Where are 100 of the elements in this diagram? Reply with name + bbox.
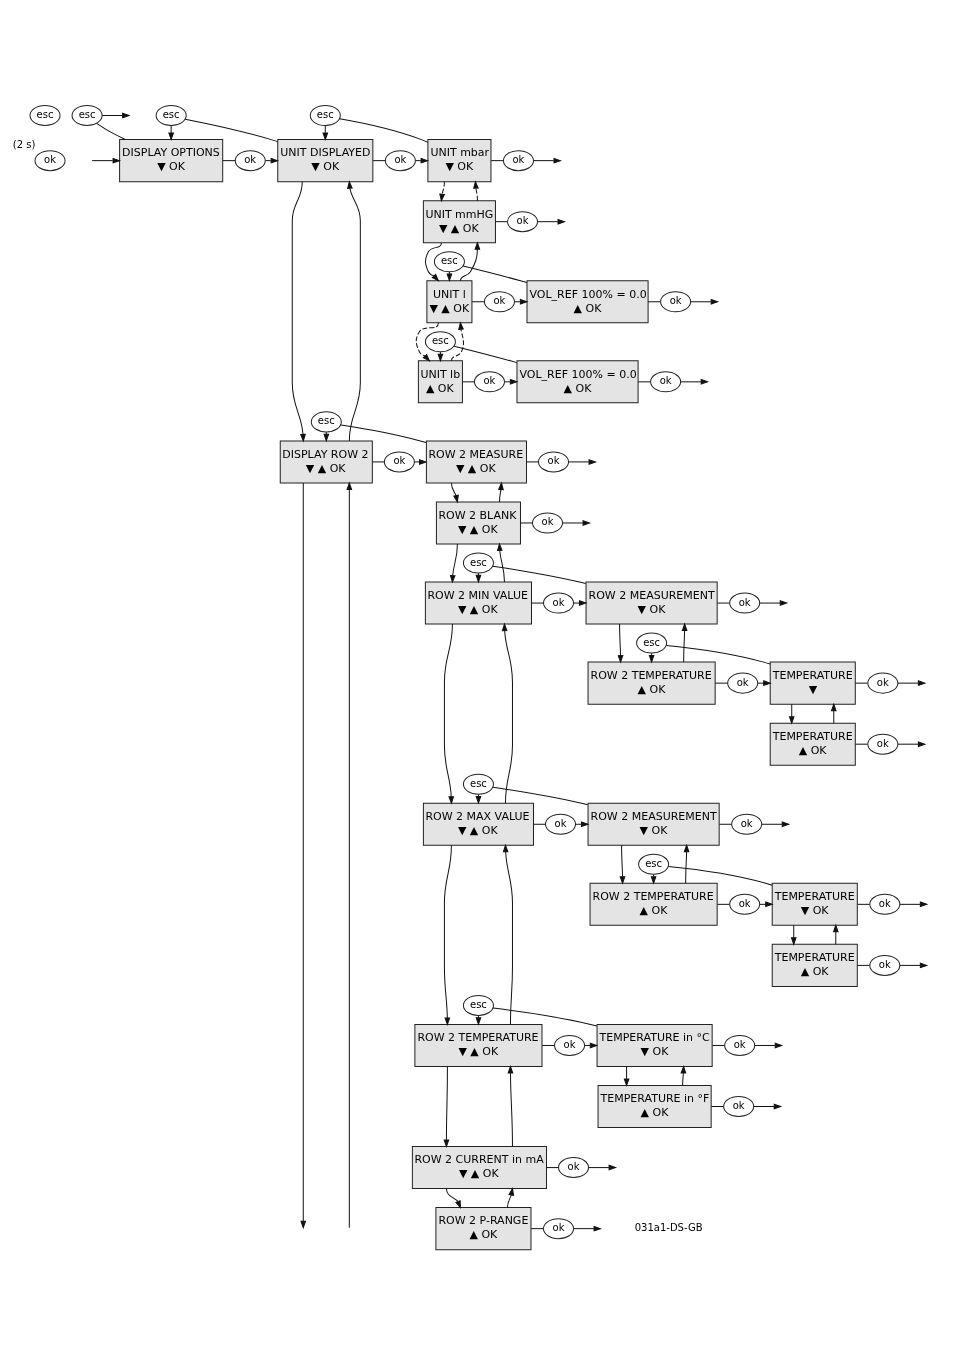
node-ellipse: esc bbox=[637, 853, 669, 875]
node-ellipse: ok bbox=[502, 150, 534, 172]
arrow bbox=[898, 901, 927, 908]
connector bbox=[710, 1106, 724, 1108]
arrow bbox=[497, 482, 504, 503]
arrow bbox=[449, 543, 458, 583]
arrow bbox=[475, 572, 481, 583]
arrow bbox=[574, 821, 588, 828]
arrow bbox=[472, 181, 479, 202]
node-ellipse: ok bbox=[473, 371, 505, 393]
arrow bbox=[617, 623, 623, 663]
connector bbox=[716, 903, 730, 905]
arrow bbox=[91, 157, 120, 164]
arrow bbox=[346, 482, 352, 1229]
arrow bbox=[438, 181, 445, 202]
arrow bbox=[572, 600, 586, 606]
connector bbox=[854, 743, 868, 745]
node-ellipse: esc bbox=[155, 104, 187, 126]
connector bbox=[184, 118, 278, 143]
node-ellipse: ok bbox=[730, 813, 762, 835]
connector bbox=[494, 221, 508, 223]
arrow bbox=[680, 1066, 686, 1086]
arrow bbox=[101, 112, 130, 119]
connector bbox=[714, 682, 728, 684]
connector bbox=[221, 160, 236, 162]
node-ellipse: ok bbox=[722, 1096, 754, 1118]
connector bbox=[532, 823, 546, 825]
connector bbox=[491, 565, 586, 584]
node-ellipse: ok bbox=[557, 1157, 589, 1179]
arrow bbox=[507, 1066, 513, 1148]
arrow bbox=[788, 703, 794, 724]
arrow bbox=[291, 181, 306, 442]
arrow bbox=[415, 322, 439, 362]
arrow bbox=[532, 157, 561, 164]
connector bbox=[647, 301, 661, 303]
arrow bbox=[898, 962, 927, 969]
arrow bbox=[264, 157, 278, 164]
connector bbox=[371, 461, 385, 463]
connector bbox=[854, 682, 868, 684]
node-ellipse: ok bbox=[506, 211, 538, 233]
node-ellipse: ok bbox=[726, 672, 758, 694]
arrow bbox=[346, 181, 361, 442]
node-ellipse: esc bbox=[29, 104, 61, 126]
arrow bbox=[679, 379, 708, 385]
connector bbox=[530, 1228, 544, 1230]
node-ellipse: ok bbox=[537, 451, 569, 473]
arrow bbox=[896, 741, 925, 747]
arrow bbox=[450, 482, 459, 503]
label: 031a1-DS-GB bbox=[634, 1222, 703, 1234]
arrow bbox=[760, 821, 789, 828]
connector bbox=[716, 602, 730, 604]
arrow bbox=[619, 844, 625, 884]
arrow bbox=[790, 924, 796, 945]
node-ellipse: esc bbox=[309, 104, 341, 126]
node-ellipse: esc bbox=[462, 994, 494, 1016]
arrow bbox=[583, 1042, 597, 1049]
arrow bbox=[496, 543, 505, 583]
connector bbox=[711, 1044, 725, 1046]
arrow bbox=[450, 322, 464, 362]
node-ellipse: ok bbox=[649, 371, 681, 393]
node-ellipse: ok bbox=[542, 1218, 574, 1240]
node-ellipse: ok bbox=[483, 291, 515, 313]
connector bbox=[718, 823, 732, 825]
node-ellipse: ok bbox=[728, 893, 760, 915]
node-ellipse: ok bbox=[383, 451, 415, 473]
node-ellipse: ok bbox=[544, 813, 576, 835]
node-ellipse: ok bbox=[728, 592, 760, 614]
connector bbox=[490, 160, 504, 162]
arrow bbox=[501, 623, 513, 804]
arrow bbox=[572, 1225, 601, 1232]
arrow bbox=[587, 1164, 616, 1171]
arrow bbox=[830, 703, 837, 724]
connector bbox=[372, 160, 385, 162]
arrow bbox=[506, 1188, 514, 1209]
arrow bbox=[413, 459, 427, 465]
arrow bbox=[753, 1042, 782, 1049]
node-ellipse: ok bbox=[868, 893, 900, 915]
connector bbox=[530, 602, 544, 604]
arrow bbox=[832, 924, 839, 945]
arrow bbox=[459, 242, 480, 282]
arrow bbox=[758, 600, 787, 606]
connector bbox=[95, 122, 126, 141]
node-ellipse: ok bbox=[234, 150, 266, 172]
arrow bbox=[681, 623, 687, 663]
node-ellipse: ok bbox=[866, 733, 898, 755]
connector bbox=[492, 1007, 597, 1027]
node-ellipse: ok bbox=[659, 291, 691, 313]
connector bbox=[471, 301, 485, 303]
arrow bbox=[689, 299, 718, 305]
node-ellipse: ok bbox=[723, 1034, 755, 1056]
node-ellipse: ok bbox=[542, 592, 574, 614]
node-ellipse: ok bbox=[34, 150, 66, 172]
arrow bbox=[561, 520, 590, 526]
arrow bbox=[502, 844, 513, 1025]
node-label: (2 s) bbox=[12, 138, 35, 150]
arrow bbox=[752, 1103, 781, 1110]
arrow bbox=[443, 1066, 449, 1148]
node-ellipse: ok bbox=[866, 672, 898, 694]
arrow bbox=[896, 680, 925, 686]
arrow bbox=[475, 793, 481, 804]
